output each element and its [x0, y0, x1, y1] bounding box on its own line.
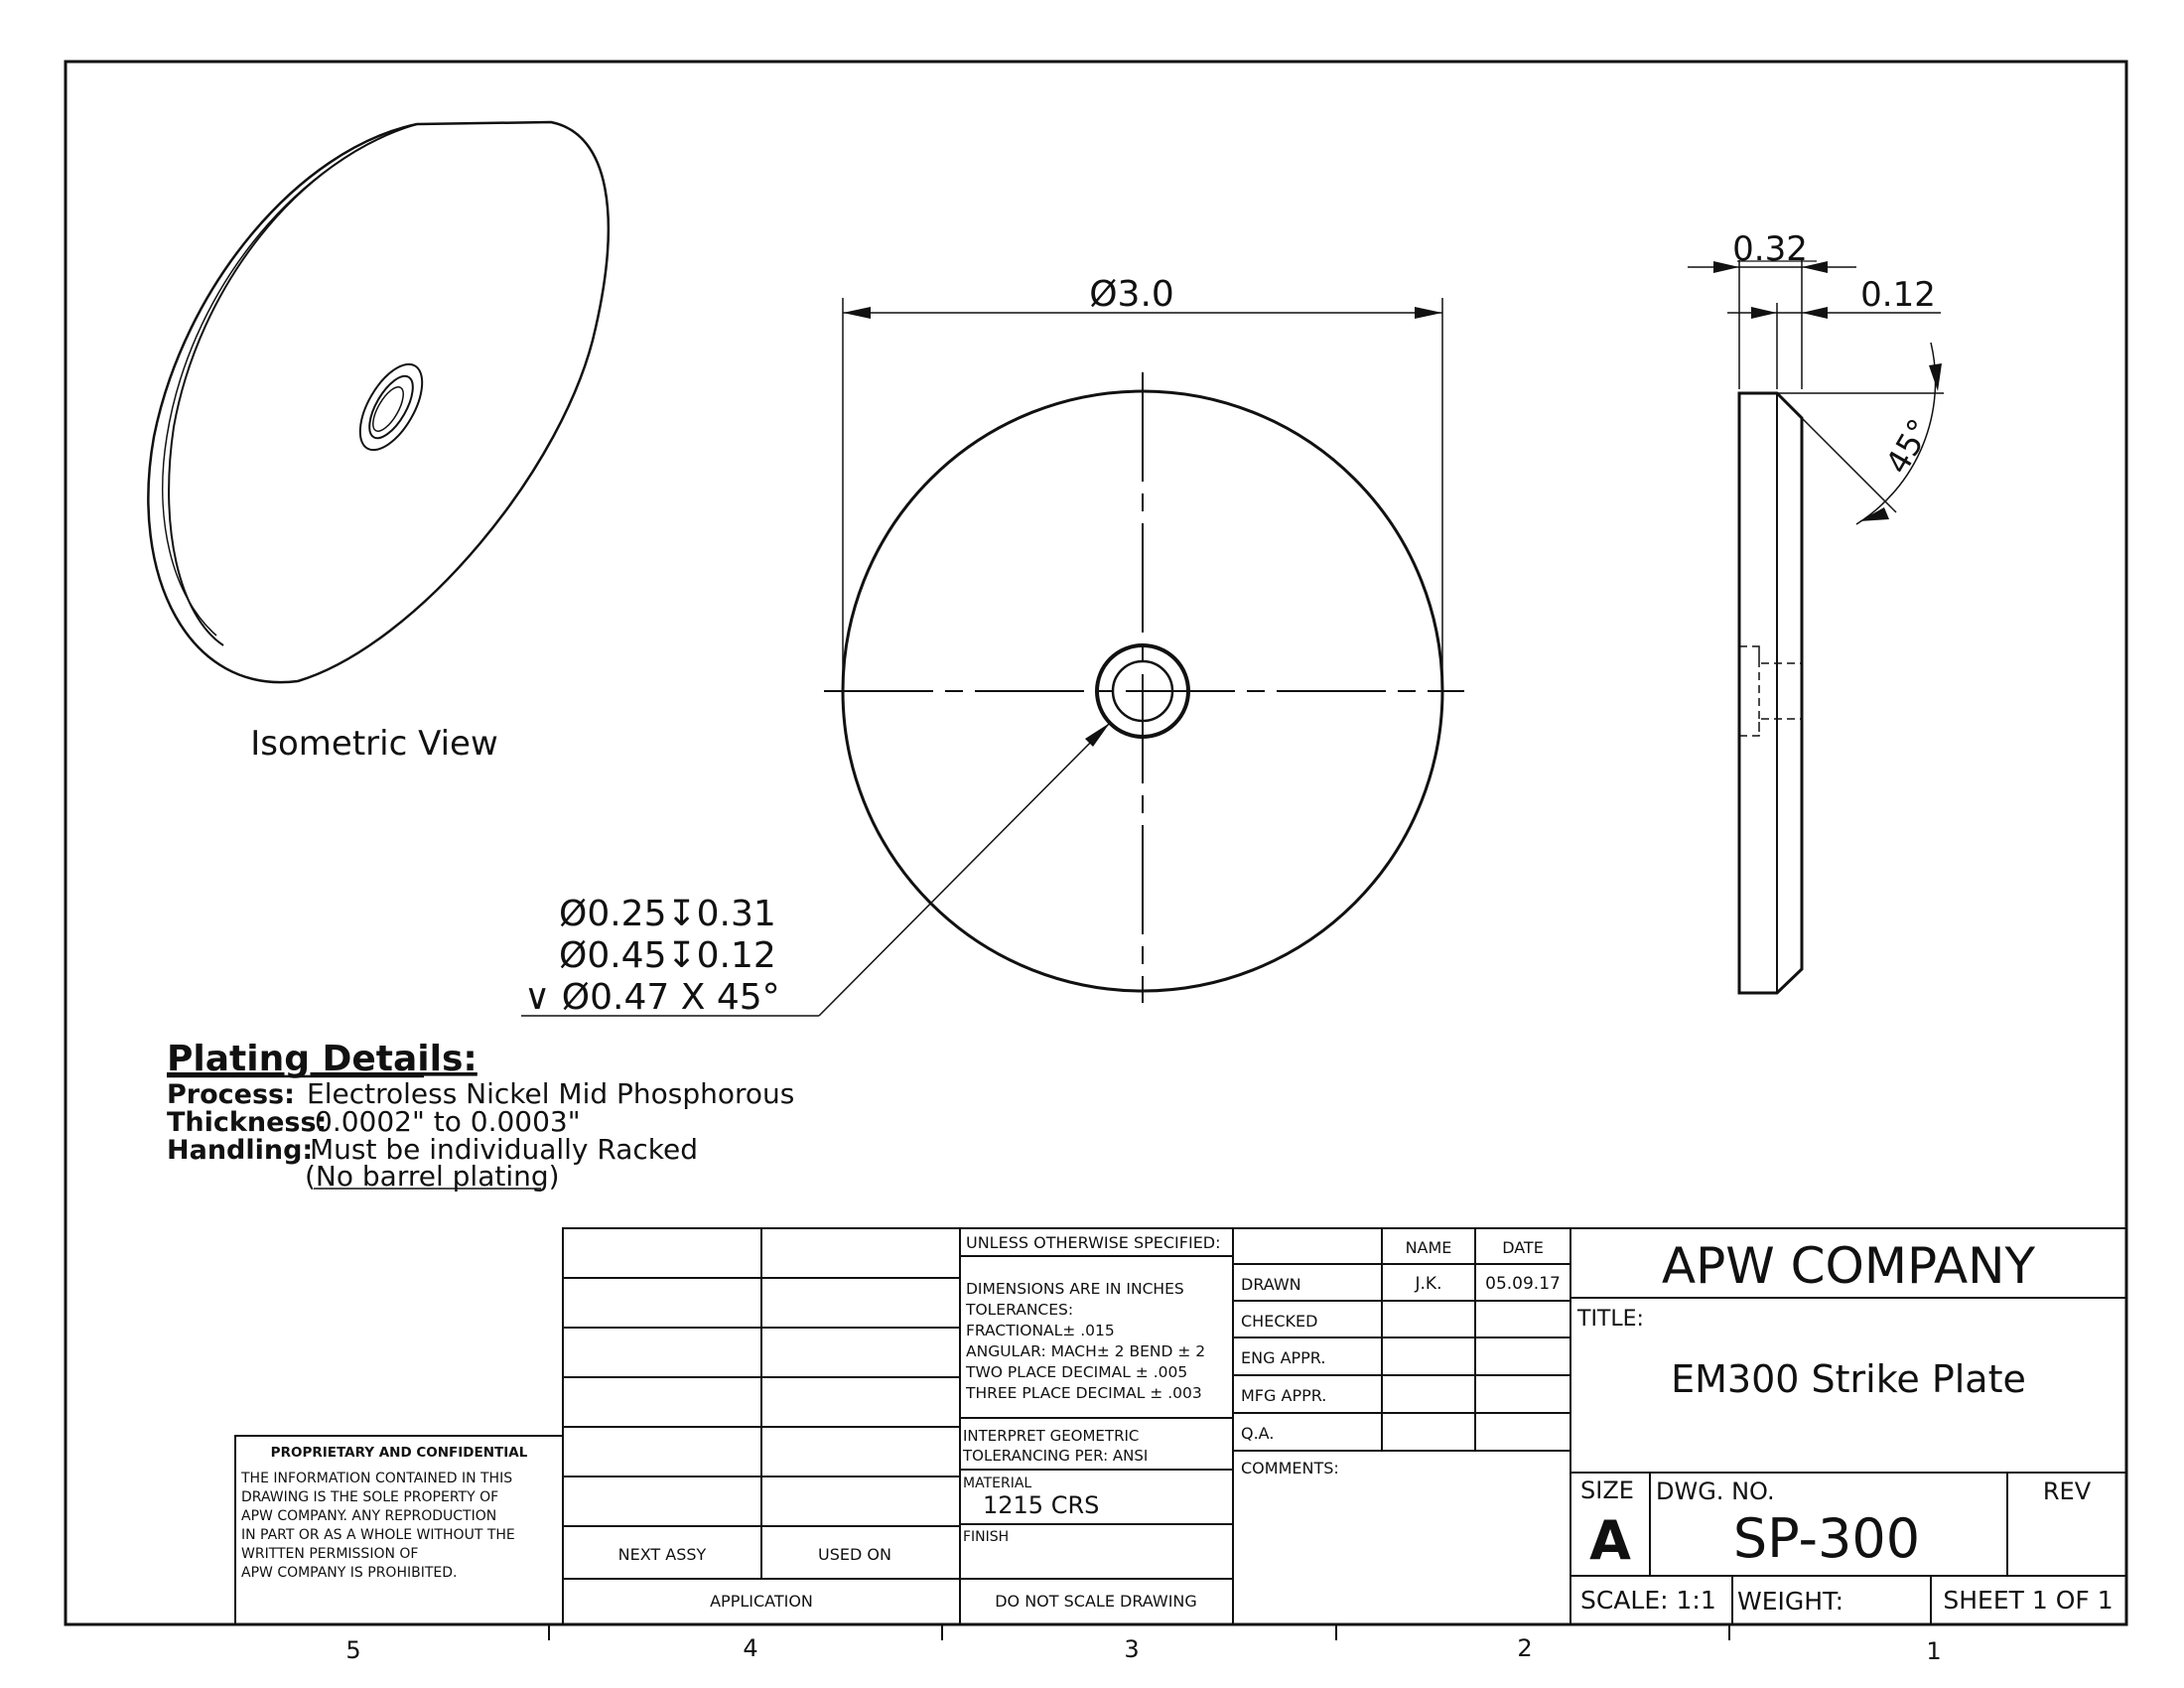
proprietary-line-2: DRAWING IS THE SOLE PROPERTY OF: [241, 1489, 498, 1505]
mfg-appr-label: MFG APPR.: [1241, 1386, 1326, 1405]
scale-label: SCALE: 1:1: [1580, 1586, 1716, 1615]
drawn-label: DRAWN: [1241, 1275, 1301, 1294]
tolerance-line-4: ANGULAR: MACH± 2 BEND ± 2: [966, 1342, 1205, 1360]
next-assy-label: NEXT ASSY: [618, 1545, 707, 1564]
callout-line-1: Ø0.25↧0.31: [559, 894, 776, 934]
tolerance-line-5: TWO PLACE DECIMAL ± .005: [965, 1363, 1187, 1381]
size-label: SIZE: [1580, 1477, 1634, 1504]
zone-markers: 5 4 3 2 1: [345, 1624, 1942, 1665]
isometric-view: Isometric View: [147, 120, 610, 764]
plating-handling-label: Handling:: [167, 1135, 313, 1166]
proprietary-title: PROPRIETARY AND CONFIDENTIAL: [271, 1445, 528, 1461]
date-header: DATE: [1502, 1238, 1544, 1257]
proprietary-line-6: APW COMPANY IS PROHIBITED.: [241, 1565, 457, 1581]
plating-process-label: Process:: [167, 1079, 295, 1110]
material-value: 1215 CRS: [983, 1491, 1099, 1519]
name-header: NAME: [1406, 1238, 1452, 1257]
weight-label: WEIGHT:: [1737, 1587, 1843, 1616]
company-block: APW COMPANY TITLE: EM300 Strike Plate SI…: [1576, 1237, 2114, 1616]
zone-1: 1: [1926, 1637, 1941, 1665]
used-on-label: USED ON: [818, 1545, 891, 1564]
proprietary-line-5: WRITTEN PERMISSION OF: [241, 1546, 418, 1562]
dwg-no-label: DWG. NO.: [1656, 1477, 1775, 1505]
zone-5: 5: [345, 1636, 360, 1664]
isometric-label: Isometric View: [250, 724, 498, 764]
callout-line-2: Ø0.45↧0.12: [559, 935, 776, 976]
side-dim-total: 0.32: [1732, 229, 1808, 269]
plating-details: Plating Details: Process: Electroless Ni…: [167, 1039, 794, 1193]
front-view: Ø3.0 Ø0.25↧0.31 Ø0.45↧0.12 ∨ Ø0.47 X 45°: [521, 274, 1464, 1018]
approvals-block: NAME DATE DRAWN J.K. 05.09.17 CHECKED EN…: [1241, 1238, 1561, 1477]
drawing-title: EM300 Strike Plate: [1671, 1357, 2026, 1401]
zone-4: 4: [743, 1634, 757, 1662]
plating-thickness-label: Thickness:: [167, 1107, 327, 1138]
zone-3: 3: [1124, 1635, 1139, 1663]
dwg-no-value: SP-300: [1733, 1507, 1920, 1570]
plating-process-value: Electroless Nickel Mid Phosphorous: [307, 1077, 794, 1110]
tolerance-line-2: TOLERANCES:: [965, 1301, 1073, 1319]
plating-handling-value: Must be individually Racked: [310, 1133, 698, 1166]
drawn-name: J.K.: [1415, 1274, 1442, 1294]
plating-heading: Plating Details:: [167, 1039, 478, 1079]
callout-line-3: ∨ Ø0.47 X 45°: [524, 977, 780, 1018]
title-label: TITLE:: [1576, 1307, 1644, 1332]
tolerance-line-6: THREE PLACE DECIMAL ± .003: [965, 1384, 1202, 1402]
do-not-scale: DO NOT SCALE DRAWING: [995, 1592, 1197, 1611]
application-block: NEXT ASSY USED ON APPLICATION: [618, 1545, 891, 1611]
proprietary-line-4: IN PART OR AS A WHOLE WITHOUT THE: [241, 1527, 515, 1543]
interpret-line-2: TOLERANCING PER: ANSI: [962, 1447, 1148, 1465]
zone-2: 2: [1517, 1634, 1532, 1662]
qa-label: Q.A.: [1241, 1424, 1274, 1443]
tolerance-block: UNLESS OTHERWISE SPECIFIED: DIMENSIONS A…: [962, 1233, 1221, 1611]
proprietary-line-1: THE INFORMATION CONTAINED IN THIS: [240, 1471, 512, 1486]
unless-specified: UNLESS OTHERWISE SPECIFIED:: [966, 1233, 1221, 1252]
application-label: APPLICATION: [710, 1592, 813, 1611]
material-label: MATERIAL: [963, 1476, 1031, 1491]
proprietary-line-3: APW COMPANY. ANY REPRODUCTION: [241, 1508, 496, 1524]
company-name: APW COMPANY: [1662, 1237, 2036, 1295]
eng-appr-label: ENG APPR.: [1241, 1348, 1325, 1367]
checked-label: CHECKED: [1241, 1312, 1317, 1331]
interpret-line-1: INTERPRET GEOMETRIC: [963, 1427, 1139, 1445]
proprietary-notice: PROPRIETARY AND CONFIDENTIAL THE INFORMA…: [240, 1445, 528, 1581]
rev-label: REV: [2043, 1477, 2092, 1505]
tolerance-line-1: DIMENSIONS ARE IN INCHES: [966, 1280, 1184, 1298]
comments-label: COMMENTS:: [1241, 1459, 1339, 1477]
side-view: 0.32 0.12 45°: [1688, 229, 1944, 995]
tolerance-line-3: FRACTIONAL± .015: [966, 1322, 1115, 1339]
plating-thickness-value: 0.0002" to 0.0003": [315, 1105, 581, 1138]
finish-label: FINISH: [963, 1529, 1009, 1545]
side-dim-step: 0.12: [1860, 275, 1936, 315]
size-value: A: [1589, 1509, 1631, 1572]
title-block-lines: [234, 1227, 2127, 1625]
sheet-label: SHEET 1 OF 1: [1943, 1586, 2113, 1615]
plating-note: (No barrel plating): [305, 1160, 560, 1193]
diameter-dimension: Ø3.0: [1089, 274, 1174, 315]
drawn-date: 05.09.17: [1485, 1274, 1561, 1294]
